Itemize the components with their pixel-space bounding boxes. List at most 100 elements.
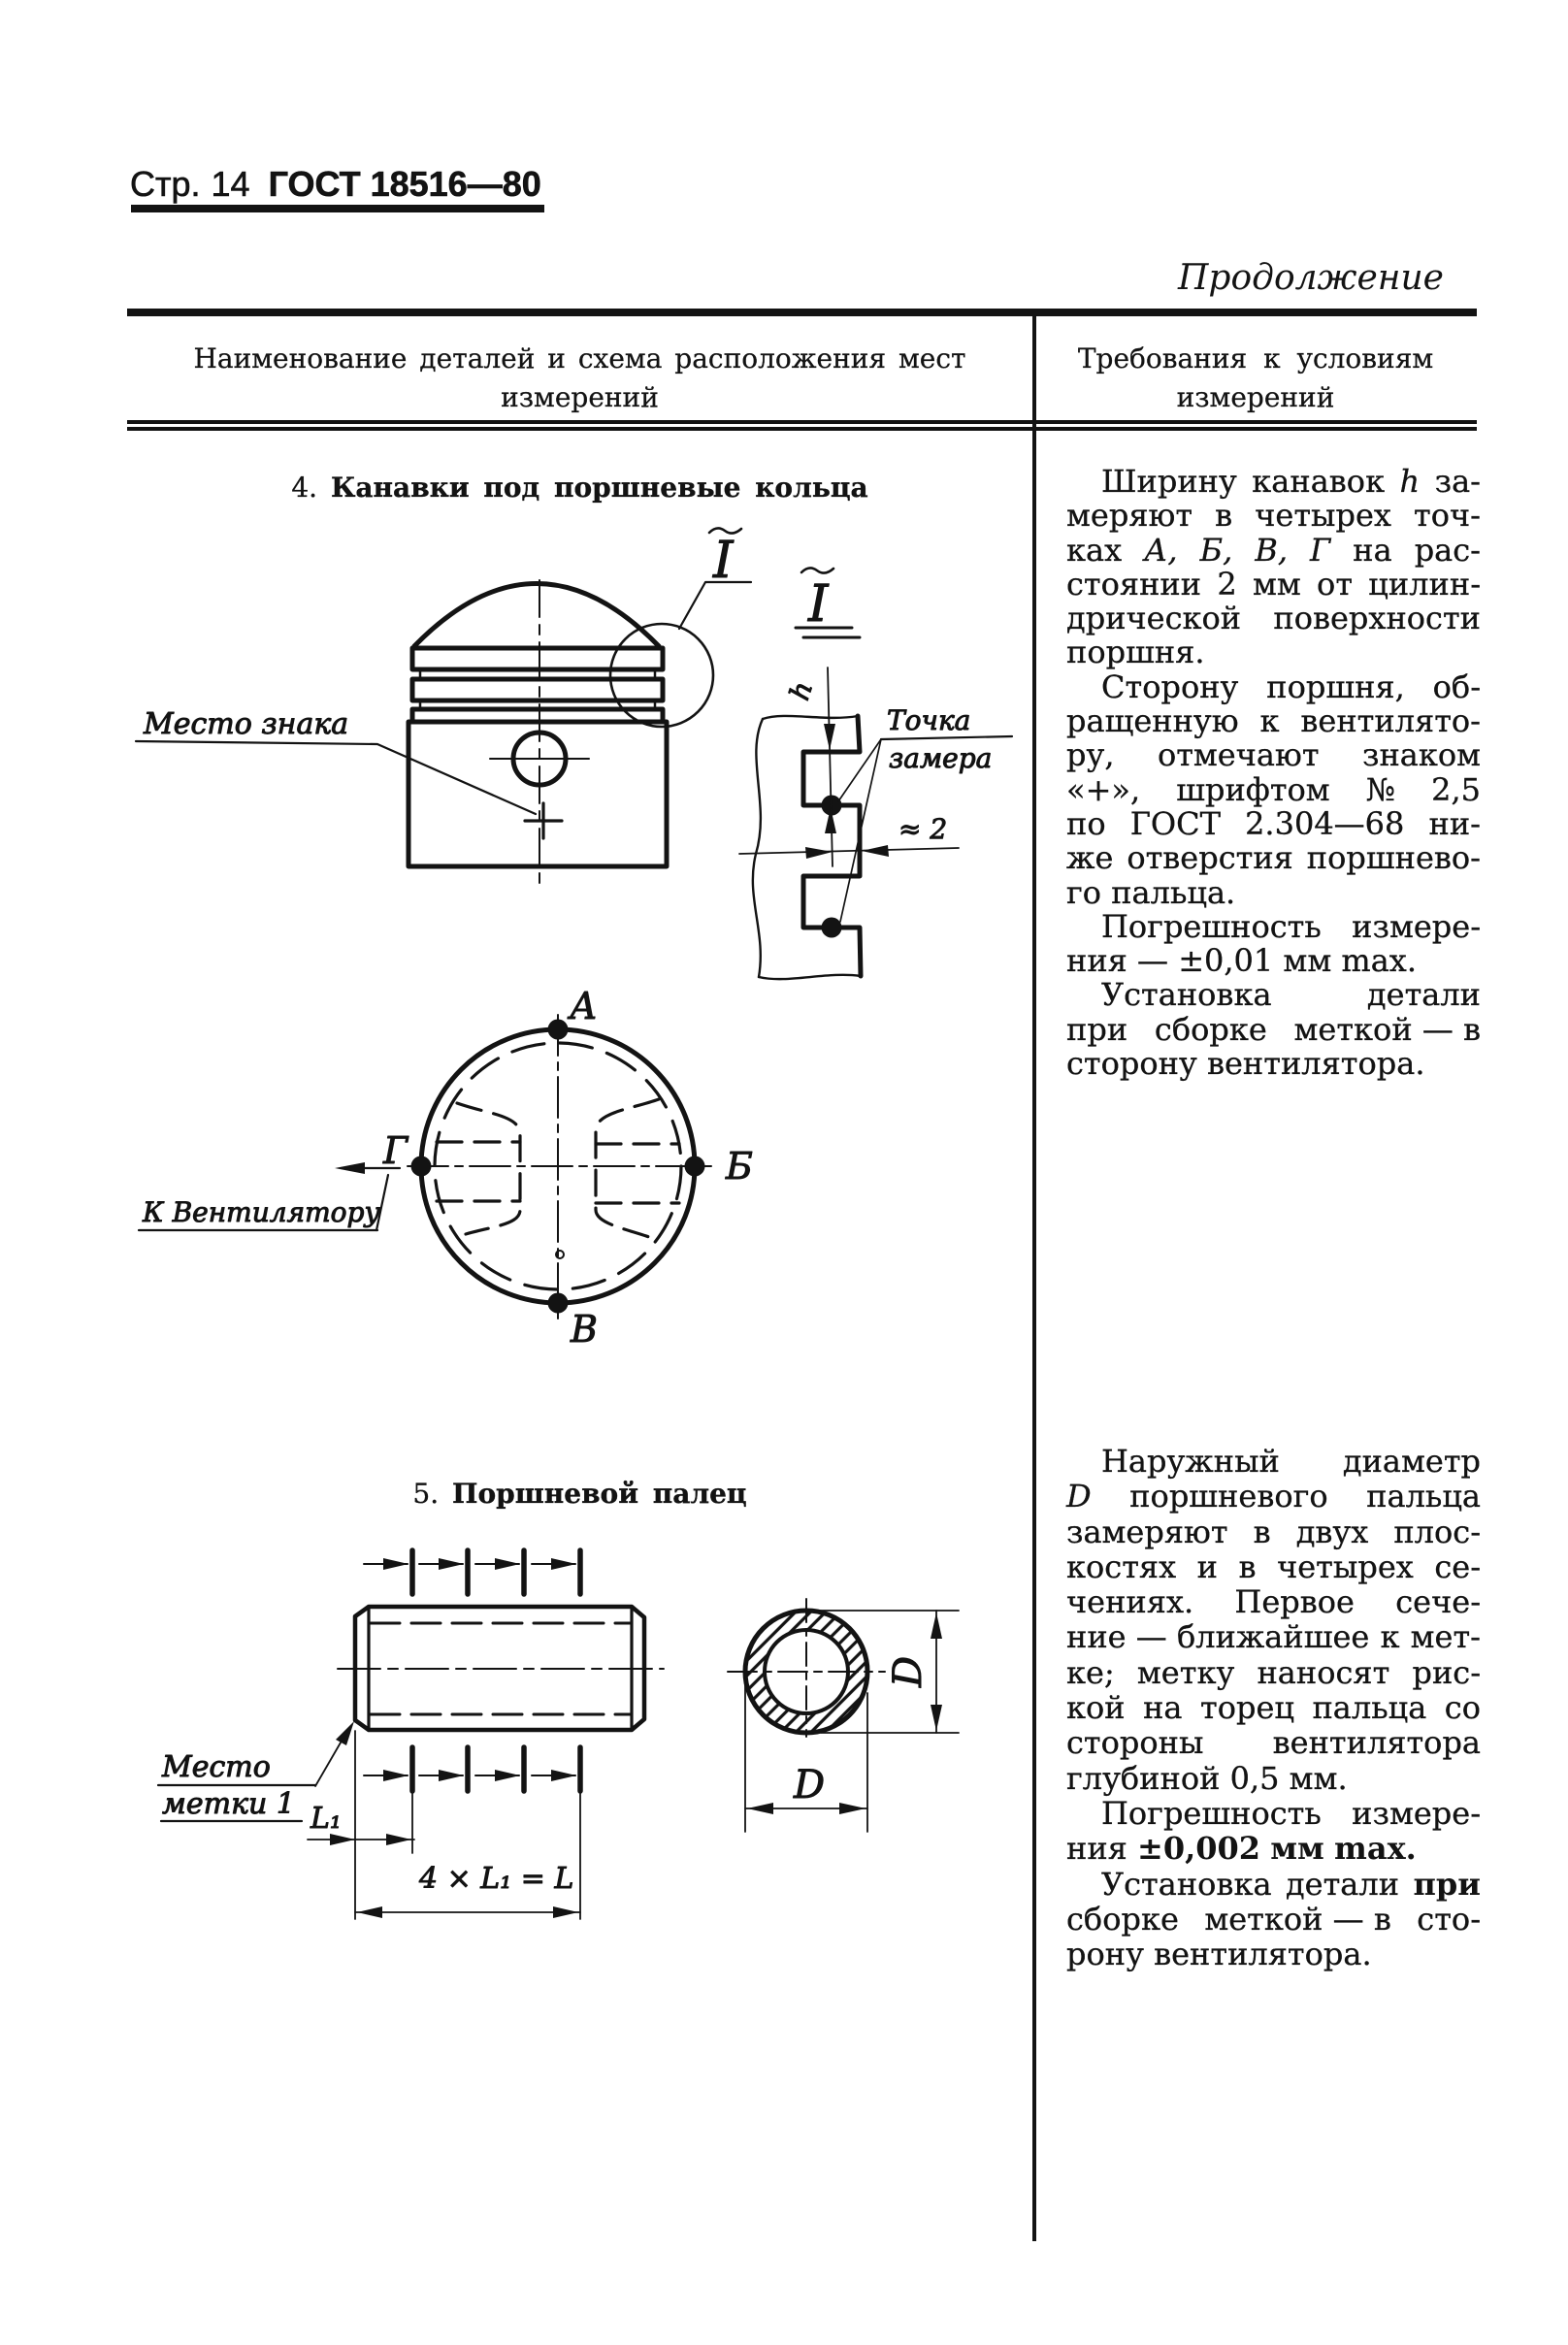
word: Б, xyxy=(1199,531,1233,569)
word: поршня. xyxy=(1066,634,1205,671)
word: сто- xyxy=(1417,1900,1481,1938)
word: стоянии xyxy=(1066,565,1202,603)
section-ticks-top xyxy=(409,1547,583,1597)
section-arrow-head-bottom-2 xyxy=(439,1770,464,1781)
word: Ширину xyxy=(1101,463,1237,500)
point-label-underline xyxy=(879,734,1014,741)
word: на xyxy=(1143,1689,1183,1727)
offset-dimension-line xyxy=(738,847,960,855)
mark-label: Место знака xyxy=(143,707,348,741)
word: мет- xyxy=(1410,1618,1481,1656)
word: вентилятора. xyxy=(1206,1045,1425,1083)
text-line: ния ±0,002 мм max. xyxy=(1066,1831,1481,1867)
word: ния xyxy=(1066,942,1127,980)
section-4-number: 4. xyxy=(291,472,318,504)
detail-ref-tilde xyxy=(800,567,835,574)
pin-cross-section: D D xyxy=(727,1598,960,1833)
text-line: глубиной 0,5 мм. xyxy=(1066,1759,1481,1797)
section-arrow-head-bottom-1 xyxy=(383,1770,408,1781)
word: об- xyxy=(1432,668,1482,705)
fragment-top-break-line xyxy=(761,714,860,721)
word: ращенную xyxy=(1066,702,1239,740)
d-arrow-right xyxy=(839,1803,866,1814)
section-ticks-bottom xyxy=(409,1744,583,1794)
word: вентилятора xyxy=(1272,1724,1481,1762)
word: max. xyxy=(1341,942,1418,980)
section-4-title: 4. Канавки под поршневые кольца xyxy=(127,472,1032,504)
word: ке; xyxy=(1066,1653,1115,1691)
word: плос- xyxy=(1393,1513,1481,1550)
text-line: поршня. xyxy=(1066,634,1481,671)
offset-arrow-right xyxy=(805,847,833,859)
header-double-rule xyxy=(127,420,1477,431)
word: от xyxy=(1317,565,1354,603)
section-marks-bottom xyxy=(363,1744,583,1794)
word: и xyxy=(1196,1547,1219,1585)
point-a-label: А xyxy=(567,985,598,1027)
column-divider xyxy=(1032,316,1036,2241)
word: Установка xyxy=(1101,976,1272,1014)
fan-label-leader xyxy=(375,1173,390,1232)
piston-top-view: А Б В Г К Вентилятору xyxy=(137,985,754,1352)
word: ру, xyxy=(1066,736,1115,774)
point-leader-1 xyxy=(837,738,882,802)
word: Сторону xyxy=(1101,668,1239,705)
groove-detail-view: I h ≈ 2 Точка замера xyxy=(738,567,1014,981)
point-leader-2 xyxy=(839,738,882,923)
word: чениях. xyxy=(1066,1583,1194,1621)
text-line: сторону вентилятора. xyxy=(1066,1045,1481,1083)
word: рону xyxy=(1066,1936,1144,1973)
piston-dome xyxy=(411,581,662,649)
word: вентилятора. xyxy=(1154,1936,1372,1973)
word: в xyxy=(1215,497,1233,535)
word: Г xyxy=(1310,531,1331,569)
section-arrow-head-bottom-4 xyxy=(551,1770,576,1781)
word: 0,5 xyxy=(1229,1759,1280,1797)
boss-dashed-right xyxy=(594,1097,661,1240)
measure-point-b xyxy=(684,1156,705,1177)
word: отверстия xyxy=(1127,839,1293,877)
pin-mark-arrow xyxy=(336,1721,354,1745)
continuation-note: Продолжение xyxy=(1178,258,1444,298)
word: «+», xyxy=(1066,770,1141,808)
pin-mark-label-line2: метки 1 xyxy=(162,1787,295,1821)
word: за- xyxy=(1434,463,1481,500)
word: меряют xyxy=(1066,497,1193,535)
section-marks-top xyxy=(363,1547,583,1597)
word: го xyxy=(1066,873,1102,911)
boss-dashed-left xyxy=(455,1101,522,1236)
word: В, xyxy=(1255,531,1288,569)
word: меткой — в xyxy=(1293,1010,1481,1048)
section-5-number: 5. xyxy=(412,1478,440,1510)
column-header-right: Требования к условиям измерений xyxy=(1036,340,1475,417)
word: пальца. xyxy=(1111,873,1236,911)
word: точ- xyxy=(1414,497,1481,535)
section-4-name: Канавки под поршневые кольца xyxy=(330,472,868,504)
word: пальца xyxy=(1312,1689,1427,1727)
groove-width-label: h xyxy=(783,677,819,703)
word: мм xyxy=(1283,942,1332,980)
word: цилин- xyxy=(1368,565,1481,603)
word: измере- xyxy=(1352,907,1481,945)
word: сече- xyxy=(1395,1583,1481,1621)
word: глубиной xyxy=(1066,1759,1221,1797)
word: в xyxy=(1238,1547,1257,1585)
word: Наружный xyxy=(1101,1443,1280,1480)
length-label: 4 × L₁ = L xyxy=(418,1862,573,1896)
length-arrow-left xyxy=(357,1906,382,1918)
pin-mark-label-line1: Место xyxy=(161,1750,271,1784)
word: — xyxy=(1137,942,1169,980)
section-arrow-head-top-3 xyxy=(495,1558,520,1570)
word: Первое xyxy=(1234,1583,1355,1621)
